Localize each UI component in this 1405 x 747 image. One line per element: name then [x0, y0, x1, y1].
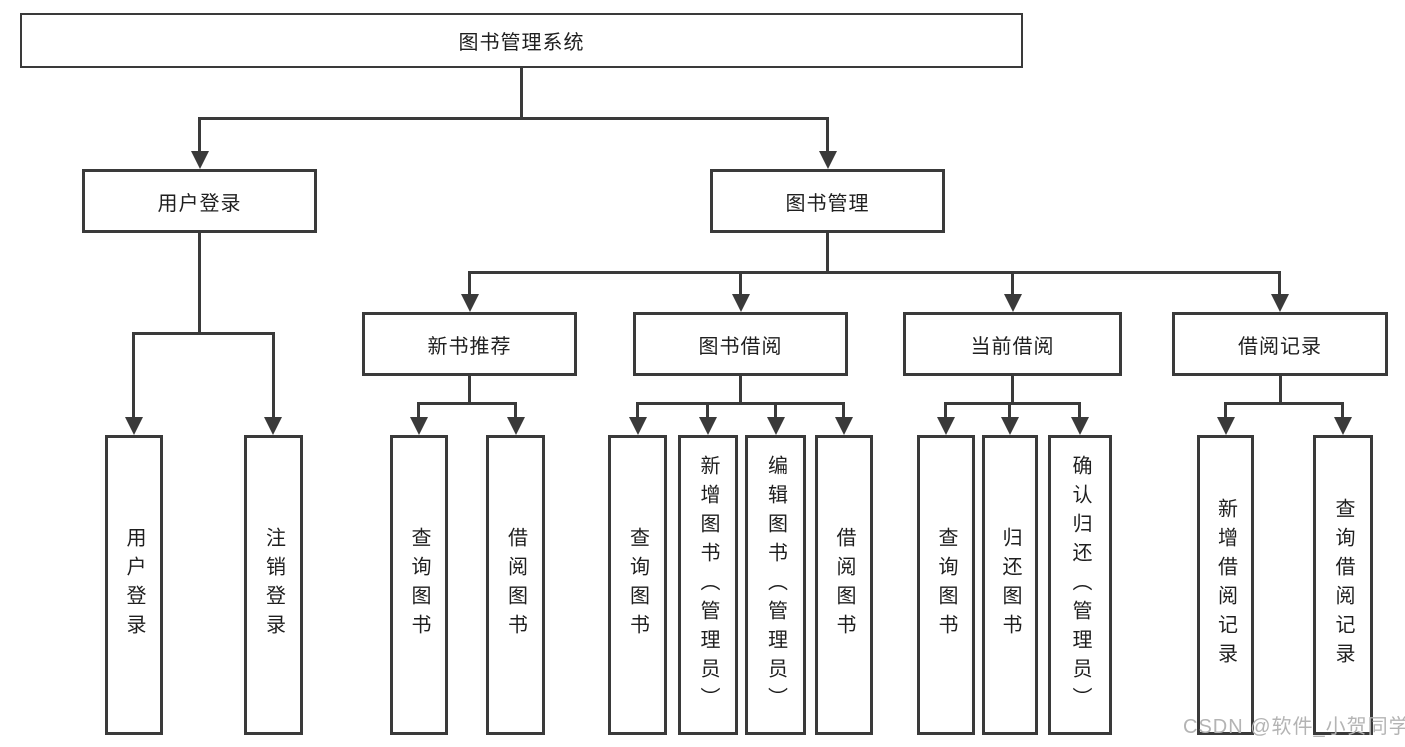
arrow-down-icon	[629, 417, 647, 435]
connector-hline	[198, 117, 829, 120]
connector-vline	[636, 402, 639, 417]
arrow-down-icon	[191, 151, 209, 169]
node-current-borrow-label: 当前借阅	[970, 335, 1055, 358]
connector-vline	[1224, 402, 1227, 417]
connector-vline	[272, 332, 275, 417]
arrow-down-icon	[767, 417, 785, 435]
node-book-borrow: 图书借阅	[633, 312, 848, 376]
connector-vline	[826, 233, 829, 274]
leaf-user-login: 用户登录	[105, 435, 163, 735]
connector-vline	[739, 271, 742, 294]
leaf-add-borrow-record: 新增借阅记录	[1197, 435, 1254, 735]
leaf-add-borrow-record-label: 新增借阅记录	[1214, 498, 1237, 672]
node-borrow-records: 借阅记录	[1172, 312, 1388, 376]
leaf-logout-label: 注销登录	[262, 527, 285, 643]
leaf-return-books: 归还图书	[982, 435, 1038, 735]
connector-vline	[1078, 402, 1081, 417]
arrow-down-icon	[264, 417, 282, 435]
arrow-down-icon	[1071, 417, 1089, 435]
connector-hline	[1224, 402, 1344, 405]
connector-vline	[417, 402, 420, 417]
connector-hline	[417, 402, 517, 405]
arrow-down-icon	[410, 417, 428, 435]
arrow-down-icon	[937, 417, 955, 435]
arrow-down-icon	[1334, 417, 1352, 435]
arrow-down-icon	[1271, 294, 1289, 312]
leaf-query-books-recommend: 查询图书	[390, 435, 448, 735]
arrow-down-icon	[507, 417, 525, 435]
connector-vline	[842, 402, 845, 417]
arrow-down-icon	[819, 151, 837, 169]
connector-vline	[706, 402, 709, 417]
connector-vline	[1008, 402, 1011, 417]
connector-vline	[774, 402, 777, 417]
leaf-add-books-admin-label: 新增图书（管理员）	[697, 454, 719, 716]
leaf-borrow-books: 借阅图书	[815, 435, 873, 735]
node-root-label: 图书管理系统	[458, 32, 585, 54]
arrow-down-icon	[835, 417, 853, 435]
connector-vline	[1278, 271, 1281, 294]
node-new-book-recommend-label: 新书推荐	[427, 335, 512, 358]
leaf-query-borrow-record: 查询借阅记录	[1313, 435, 1373, 735]
leaf-return-books-label: 归还图书	[999, 527, 1021, 643]
leaf-borrow-books-recommend: 借阅图书	[486, 435, 545, 735]
arrow-down-icon	[125, 417, 143, 435]
connector-vline	[514, 402, 517, 417]
leaf-query-books-recommend-label: 查询图书	[408, 527, 430, 643]
node-borrow-records-label: 借阅记录	[1238, 335, 1322, 358]
connector-vline	[826, 117, 829, 151]
connector-vline	[1011, 271, 1014, 294]
arrow-down-icon	[1217, 417, 1235, 435]
node-book-borrow-label: 图书借阅	[698, 335, 783, 358]
leaf-borrow-books-label: 借阅图书	[833, 527, 855, 643]
arrow-down-icon	[461, 294, 479, 312]
connector-vline	[468, 376, 471, 404]
arrow-down-icon	[732, 294, 750, 312]
leaf-query-borrow-record-label: 查询借阅记录	[1332, 498, 1354, 672]
connector-vline	[1279, 376, 1282, 404]
connector-vline	[1341, 402, 1344, 417]
connector-vline	[198, 117, 201, 151]
watermark: CSDN @软件_小贺同学	[1183, 716, 1405, 738]
arrow-down-icon	[699, 417, 717, 435]
connector-vline	[132, 332, 135, 417]
leaf-logout: 注销登录	[244, 435, 303, 735]
leaf-query-books-borrow-label: 查询图书	[626, 527, 649, 643]
node-current-borrow: 当前借阅	[903, 312, 1122, 376]
leaf-query-books-current: 查询图书	[917, 435, 975, 735]
leaf-query-books-current-label: 查询图书	[935, 527, 957, 643]
connector-hline	[468, 271, 1281, 274]
leaf-query-books-borrow: 查询图书	[608, 435, 667, 735]
leaf-borrow-books-recommend-label: 借阅图书	[504, 527, 527, 643]
node-new-book-recommend: 新书推荐	[362, 312, 577, 376]
connector-vline	[520, 68, 523, 118]
connector-vline	[739, 376, 742, 404]
connector-hline	[636, 402, 845, 405]
connector-vline	[944, 402, 947, 417]
leaf-edit-books-admin-label: 编辑图书（管理员）	[764, 454, 787, 716]
node-root: 图书管理系统	[20, 13, 1023, 68]
leaf-user-login-label: 用户登录	[123, 527, 145, 643]
connector-vline	[468, 271, 471, 294]
connector-vline	[198, 233, 201, 335]
node-book-management: 图书管理	[710, 169, 945, 233]
leaf-edit-books-admin: 编辑图书（管理员）	[745, 435, 806, 735]
connector-vline	[1011, 376, 1014, 404]
connector-hline	[944, 402, 1081, 405]
connector-hline	[132, 332, 275, 335]
leaf-confirm-return-admin-label: 确认归还（管理员）	[1069, 454, 1091, 716]
node-book-management-label: 图书管理	[785, 192, 870, 215]
leaf-confirm-return-admin: 确认归还（管理员）	[1048, 435, 1112, 735]
node-user-login: 用户登录	[82, 169, 317, 233]
arrow-down-icon	[1001, 417, 1019, 435]
leaf-add-books-admin: 新增图书（管理员）	[678, 435, 738, 735]
arrow-down-icon	[1004, 294, 1022, 312]
node-user-login-label: 用户登录	[157, 192, 242, 215]
